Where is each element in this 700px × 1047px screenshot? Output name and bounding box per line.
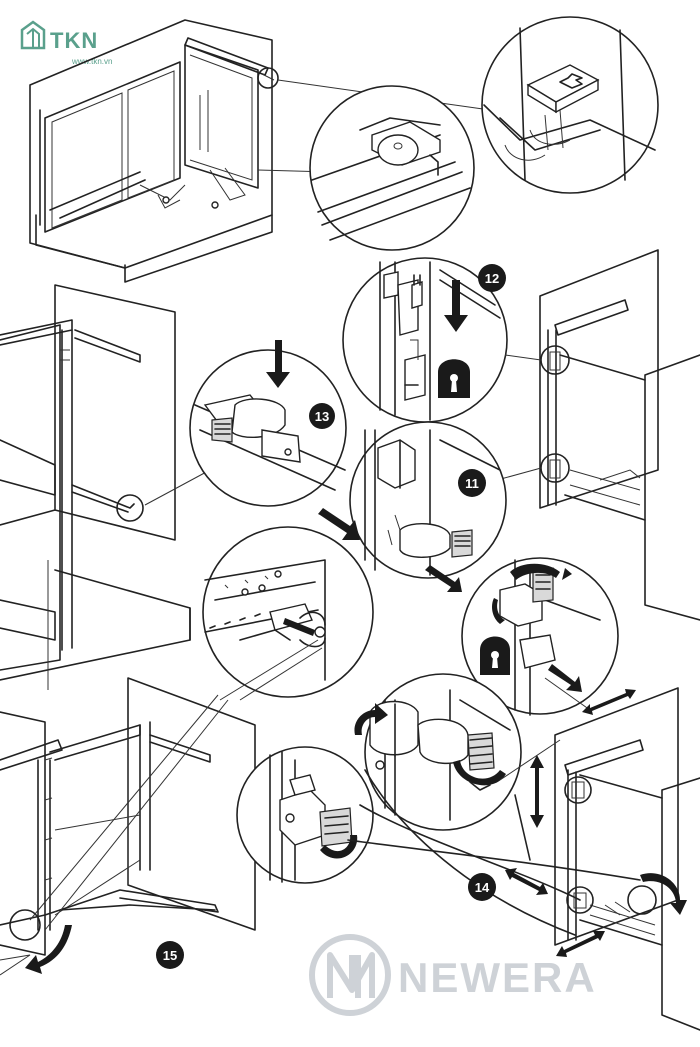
tkn-brand: TKN	[50, 28, 98, 53]
motion-arrows	[505, 689, 636, 957]
zoom-step-14	[354, 673, 522, 831]
step-12-label: 12	[485, 271, 499, 286]
zoom-knob-bottom	[236, 746, 374, 884]
zoom-pivot-bolt	[309, 85, 475, 251]
zoom-step-13: 13	[189, 340, 347, 507]
newera-brand: NEWERA	[398, 954, 597, 1001]
newera-logo: NEWERA	[309, 934, 597, 1016]
tkn-url: www.tkn.vn	[71, 57, 112, 66]
step-14-label: 14	[475, 880, 490, 895]
zoom-step-11: 11	[318, 421, 507, 592]
lock-icon	[438, 359, 470, 398]
left-middle-cabinet	[0, 284, 211, 690]
bottom-left-cabinet: 15	[0, 677, 256, 976]
lock-icon-2	[480, 636, 510, 675]
bottom-right-cabinet	[347, 687, 700, 1031]
step-13-label: 13	[315, 409, 329, 424]
tkn-logo: TKN www.tkn.vn	[20, 20, 112, 66]
zoom-lock-tab	[481, 16, 659, 194]
zoom-bracket-screw	[202, 526, 374, 701]
step-15-label: 15	[163, 948, 177, 963]
right-middle-cabinet	[489, 249, 700, 621]
step-11-label: 11	[465, 476, 479, 491]
zoom-step-12: 12	[342, 257, 508, 423]
zoom-rotate-knob	[461, 557, 619, 716]
